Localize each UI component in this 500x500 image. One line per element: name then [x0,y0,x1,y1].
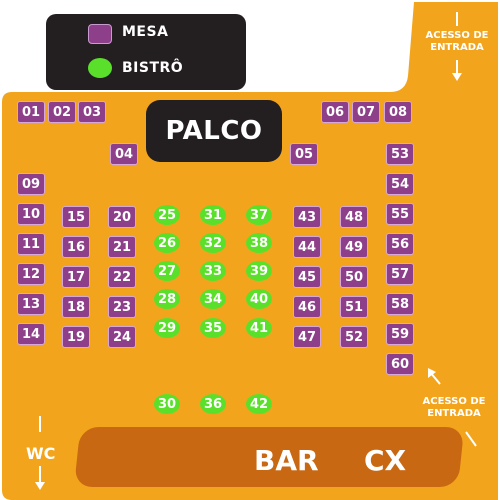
mesa-table[interactable]: 02 [48,101,76,123]
mesa-table[interactable]: 20 [108,206,136,228]
mesa-table[interactable]: 54 [386,173,414,195]
bistro-table[interactable]: 36 [200,394,226,414]
entrance-top-label: ACESSO DE ENTRADA [417,30,497,54]
bistro-table[interactable]: 29 [154,318,180,338]
bistro-legend-swatch [88,58,112,78]
mesa-table[interactable]: 11 [17,233,45,255]
bistro-table[interactable]: 26 [154,233,180,253]
mesa-table[interactable]: 56 [386,233,414,255]
mesa-table[interactable]: 05 [290,143,318,165]
mesa-table[interactable]: 12 [17,263,45,285]
mesa-table[interactable]: 21 [108,236,136,258]
mesa-table[interactable]: 55 [386,203,414,225]
bistro-table[interactable]: 27 [154,261,180,281]
mesa-table[interactable]: 24 [108,326,136,348]
mesa-table[interactable]: 57 [386,263,414,285]
entrance-side-label: ACESSO DE ENTRADA [414,396,494,420]
mesa-table[interactable]: 47 [293,326,321,348]
entrance-top-label-line-1: ACESSO DE [425,30,489,41]
bistro-table[interactable]: 41 [246,318,272,338]
restroom-label: WC [26,444,56,463]
mesa-table[interactable]: 06 [321,101,349,123]
bistro-table[interactable]: 38 [246,233,272,253]
bar-label: BAR [254,444,319,477]
stage: PALCO [146,100,282,162]
mesa-table[interactable]: 52 [340,326,368,348]
mesa-table[interactable]: 23 [108,296,136,318]
entrance-side-label-line-1: ACESSO DE [422,396,486,407]
mesa-table[interactable]: 10 [17,203,45,225]
bistro-table[interactable]: 33 [200,261,226,281]
bistro-table[interactable]: 39 [246,261,272,281]
entrance-top-label-line-2: ENTRADA [430,42,484,53]
bistro-legend-label: BISTRÔ [122,60,184,76]
entrance-side-label-line-2: ENTRADA [427,408,481,419]
bistro-table[interactable]: 31 [200,205,226,225]
mesa-table[interactable]: 53 [386,143,414,165]
mesa-table[interactable]: 58 [386,293,414,315]
mesa-table[interactable]: 09 [17,173,45,195]
mesa-table[interactable]: 16 [62,236,90,258]
legend-panel [46,14,246,90]
mesa-table[interactable]: 60 [386,353,414,375]
mesa-table[interactable]: 04 [110,143,138,165]
bistro-table[interactable]: 28 [154,289,180,309]
mesa-table[interactable]: 15 [62,206,90,228]
mesa-table[interactable]: 43 [293,206,321,228]
mesa-table[interactable]: 03 [78,101,106,123]
mesa-table[interactable]: 50 [340,266,368,288]
mesa-table[interactable]: 51 [340,296,368,318]
mesa-table[interactable]: 48 [340,206,368,228]
mesa-table[interactable]: 19 [62,326,90,348]
mesa-table[interactable]: 49 [340,236,368,258]
mesa-table[interactable]: 08 [384,101,412,123]
cashier-label: CX [364,444,407,477]
entrance-side-diagonal [465,431,477,447]
mesa-table[interactable]: 46 [293,296,321,318]
mesa-table[interactable]: 01 [17,101,45,123]
wc-arrow-head [35,482,45,490]
mesa-legend-label: MESA [122,24,169,40]
entrance-side-arrow-head [428,368,436,378]
bistro-table[interactable]: 35 [200,318,226,338]
mesa-table[interactable]: 45 [293,266,321,288]
mesa-table[interactable]: 22 [108,266,136,288]
mesa-table[interactable]: 44 [293,236,321,258]
mesa-table[interactable]: 14 [17,323,45,345]
bistro-table[interactable]: 40 [246,289,272,309]
bistro-table[interactable]: 25 [154,205,180,225]
bistro-table[interactable]: 34 [200,289,226,309]
bistro-table[interactable]: 30 [154,394,180,414]
mesa-table[interactable]: 59 [386,323,414,345]
mesa-table[interactable]: 07 [352,101,380,123]
mesa-legend-swatch [88,24,112,44]
bistro-table[interactable]: 32 [200,233,226,253]
mesa-table[interactable]: 13 [17,293,45,315]
bistro-table[interactable]: 42 [246,394,272,414]
mesa-table[interactable]: 17 [62,266,90,288]
entrance-top-arrow-head [452,73,462,81]
bistro-table[interactable]: 37 [246,205,272,225]
mesa-table[interactable]: 18 [62,296,90,318]
